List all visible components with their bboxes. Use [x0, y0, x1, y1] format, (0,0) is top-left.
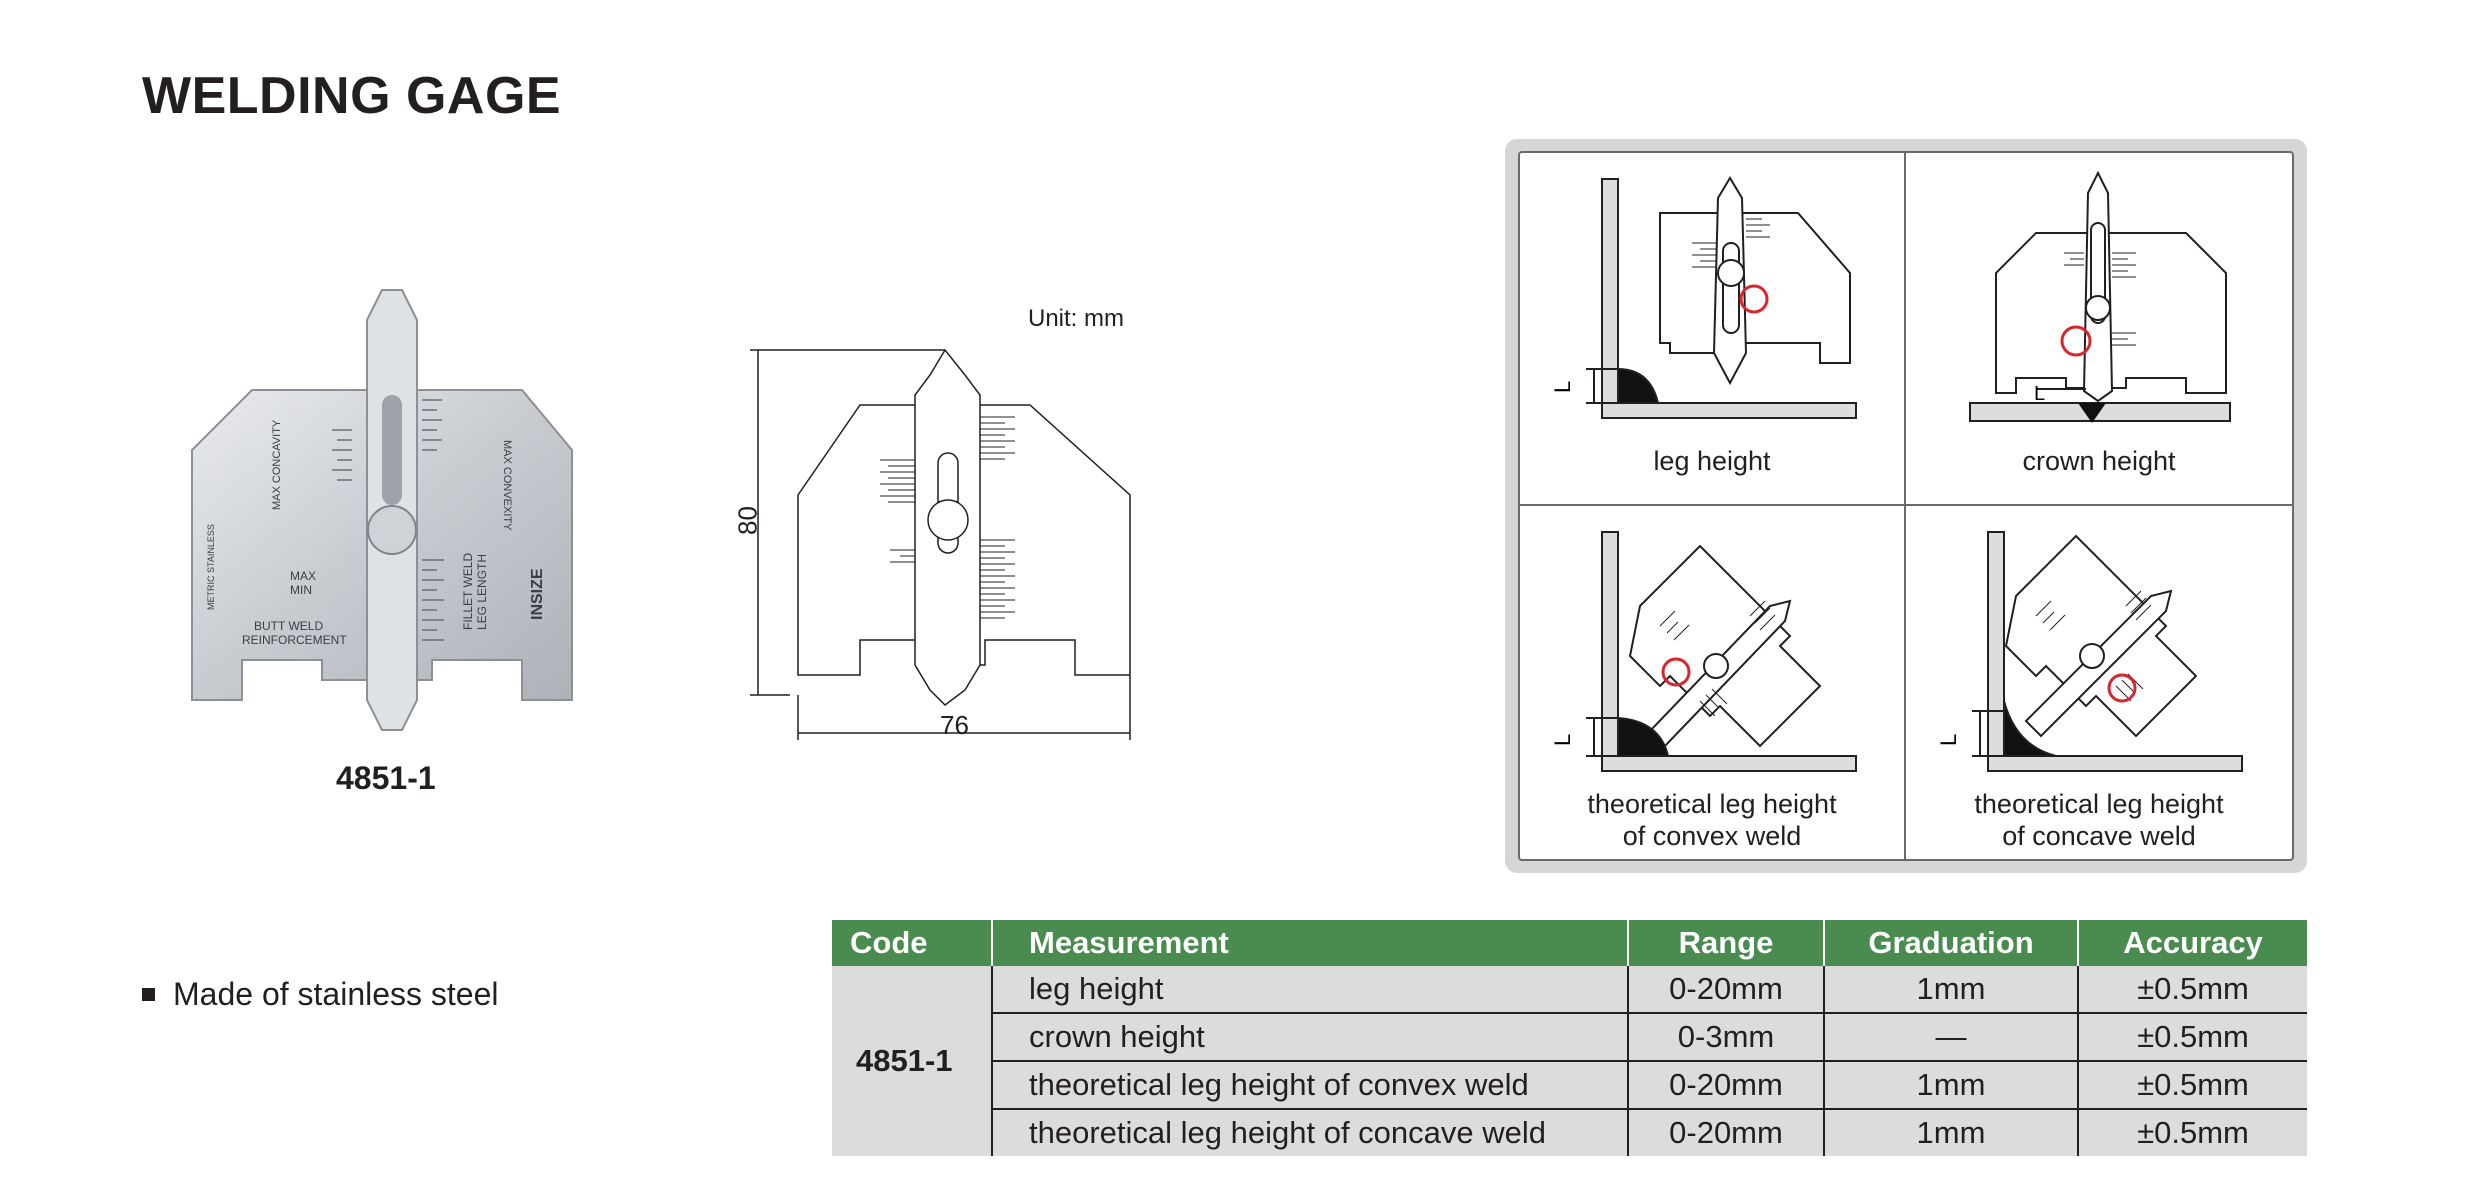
- crown-height-marker: L: [2034, 383, 2045, 405]
- specification-table: Code Measurement Range Graduation Accura…: [832, 920, 2307, 1156]
- header-measurement: Measurement: [991, 920, 1628, 966]
- concave-weld-marker: L: [1936, 734, 1961, 746]
- measurement-cell: crown height: [991, 1013, 1628, 1062]
- diagram-crown-height: L crown height: [1906, 153, 2292, 506]
- diagram-convex-weld: L theoretical leg height of convex weld: [1520, 506, 1906, 859]
- convex-weld-marker: L: [1550, 734, 1575, 746]
- caption-line: leg height: [1653, 446, 1771, 476]
- photo-metric-stainless: METRIC STAINLESS: [206, 524, 216, 610]
- product-model-label: 4851-1: [336, 760, 436, 796]
- caption-line: theoretical leg height: [1587, 789, 1837, 819]
- diagram-caption: leg height: [1520, 445, 1904, 477]
- code-cell: 4851-1: [832, 966, 992, 1156]
- accuracy-cell: ±0.5mm: [2077, 966, 2307, 1014]
- measurement-cell: theoretical leg height of concave weld: [991, 1109, 1628, 1156]
- accuracy-cell: ±0.5mm: [2077, 1061, 2307, 1110]
- measurement-cell: theoretical leg height of convex weld: [991, 1061, 1628, 1110]
- photo-min: MIN: [290, 583, 312, 597]
- diagram-leg-height: L leg height: [1520, 153, 1906, 506]
- photo-max: MAX: [290, 569, 316, 583]
- technical-drawing: [730, 335, 1150, 745]
- highlight-circle: [1661, 657, 1691, 687]
- caption-line: crown height: [2022, 446, 2176, 476]
- accuracy-cell: ±0.5mm: [2077, 1109, 2307, 1156]
- range-cell: 0-20mm: [1627, 1109, 1824, 1156]
- photo-leg-length: LEG LENGTH: [475, 554, 489, 630]
- leg-height-marker: L: [1550, 381, 1575, 393]
- table-header-row: Code Measurement Range Graduation Accura…: [832, 920, 2307, 966]
- graduation-cell: —: [1823, 1013, 2078, 1062]
- page-title: WELDING GAGE: [142, 67, 562, 125]
- dimension-height-label: 80: [732, 506, 763, 535]
- photo-max-convexity: MAX CONVEXITY: [501, 440, 513, 531]
- highlight-circle: [2107, 673, 2137, 703]
- square-bullet-icon: [142, 988, 155, 1001]
- photo-fillet-weld: FILLET WELD: [461, 553, 475, 630]
- graduation-cell: 1mm: [1823, 1109, 2078, 1156]
- range-cell: 0-20mm: [1627, 1061, 1824, 1110]
- highlight-circle: [1739, 284, 1769, 314]
- photo-max-concavity: MAX CONCAVITY: [271, 419, 283, 510]
- measurement-cell: leg height: [991, 966, 1628, 1014]
- header-graduation: Graduation: [1823, 920, 2078, 966]
- caption-line: of convex weld: [1622, 821, 1802, 851]
- photo-brand-logo: INSIZE: [529, 568, 546, 620]
- usage-diagram-grid: L leg height: [1518, 151, 2294, 861]
- diagram-caption: theoretical leg height of concave weld: [1906, 788, 2292, 852]
- dimension-width-label: 76: [940, 710, 969, 740]
- caption-line: of concave weld: [2002, 821, 2196, 851]
- photo-reinforcement: REINFORCEMENT: [242, 633, 347, 647]
- diagram-caption: theoretical leg height of convex weld: [1520, 788, 1904, 852]
- feature-list-item: Made of stainless steel: [142, 976, 499, 1013]
- header-code: Code: [832, 920, 992, 966]
- highlight-circle: [2060, 325, 2092, 357]
- diagram-caption: crown height: [1906, 445, 2292, 477]
- graduation-cell: 1mm: [1823, 966, 2078, 1014]
- feature-text: Made of stainless steel: [173, 976, 499, 1012]
- graduation-cell: 1mm: [1823, 1061, 2078, 1110]
- header-range: Range: [1627, 920, 1824, 966]
- table-row: 4851-1 leg height 0-20mm 1mm ±0.5mm: [832, 966, 2307, 1156]
- table-row: crown height 0-3mm — ±0.5mm: [832, 1013, 2307, 1062]
- table-row: theoretical leg height of concave weld 0…: [832, 1109, 2307, 1156]
- table-row: theoretical leg height of convex weld 0-…: [832, 1061, 2307, 1110]
- photo-butt-weld: BUTT WELD: [254, 619, 323, 633]
- range-cell: 0-3mm: [1627, 1013, 1824, 1062]
- range-cell: 0-20mm: [1627, 966, 1824, 1014]
- caption-line: theoretical leg height: [1974, 789, 2224, 819]
- header-accuracy: Accuracy: [2077, 920, 2307, 966]
- unit-label: Unit: mm: [1028, 305, 1124, 332]
- accuracy-cell: ±0.5mm: [2077, 1013, 2307, 1062]
- usage-diagram-panel: L leg height: [1505, 139, 2307, 873]
- diagram-concave-weld: L theoretical leg height of concave weld: [1906, 506, 2292, 859]
- product-photo: MAX CONCAVITY MAX CONVEXITY METRIC STAIN…: [182, 280, 602, 740]
